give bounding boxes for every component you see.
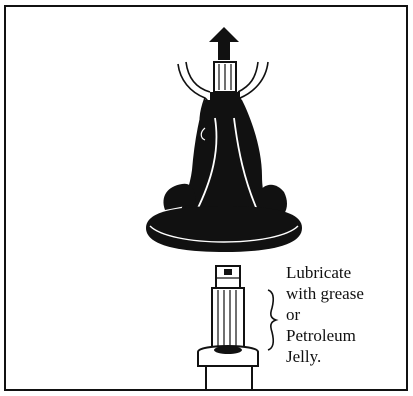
- lubrication-instruction: Lubricate with grease or Petroleum Jelly…: [286, 262, 396, 367]
- up-arrow-icon: [209, 27, 239, 60]
- coupling-top: [210, 62, 240, 102]
- agitator-blade: [164, 100, 287, 214]
- base-plate: [146, 206, 302, 252]
- caption-line-2: with grease: [286, 283, 396, 304]
- shaft-top: [216, 266, 240, 288]
- caption-line-3: or: [286, 304, 396, 325]
- caption-line-5: Jelly.: [286, 346, 396, 367]
- splined-shaft: [212, 288, 244, 348]
- motor-housing: [198, 346, 258, 389]
- caption-line-4: Petroleum: [286, 325, 396, 346]
- caption-line-1: Lubricate: [286, 262, 396, 283]
- curly-brace-icon: [268, 290, 276, 350]
